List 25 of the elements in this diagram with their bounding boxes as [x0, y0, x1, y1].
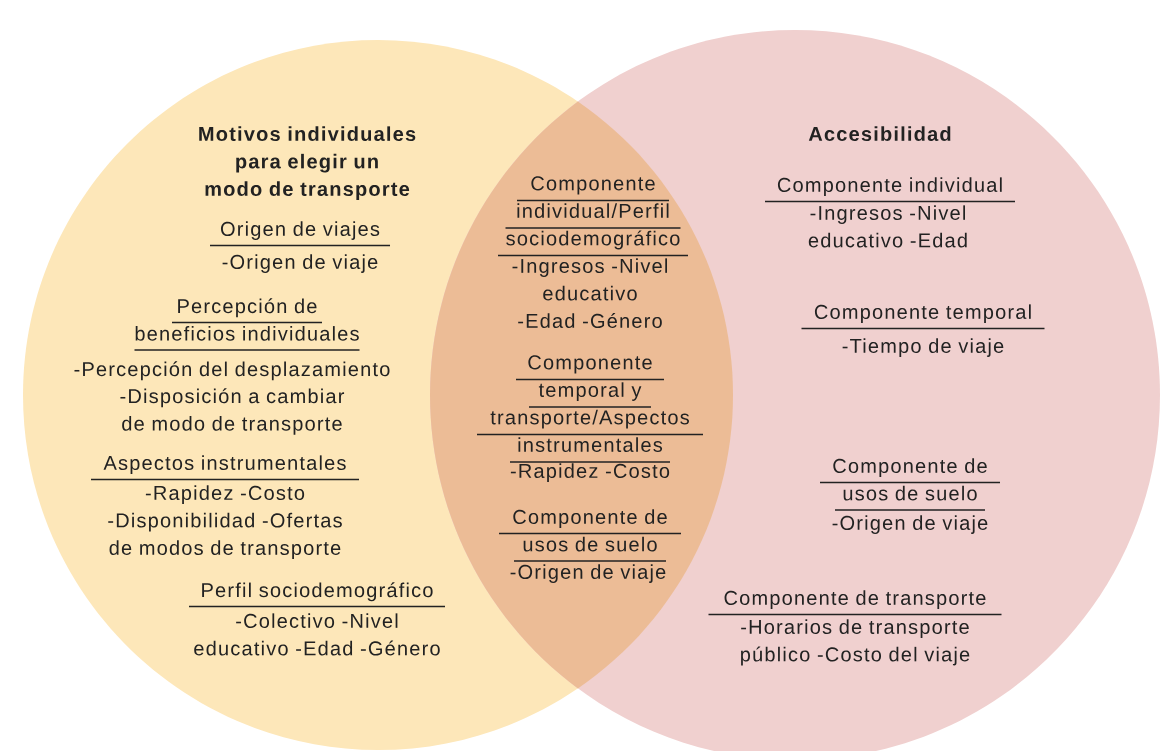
item-text: -Ingresos -Nivel educativo -Edad: [808, 205, 967, 248]
item-text: -Percepción del desplazamiento: [74, 361, 390, 381]
item-text: -Rapidez -Costo -Disponibilidad -Ofertas de modos de transporte: [108, 485, 342, 559]
item-text: -Disposición a cambiar de modo de transporte: [120, 388, 345, 435]
item-text: -Ingresos -Nivel educativo -Edad -Género: [512, 258, 667, 328]
item-text: -Origen de viaje: [832, 515, 988, 534]
section-heading: Perfil sociodemográfico: [188, 582, 446, 608]
section-heading: Componente temporal: [800, 304, 1046, 330]
section-heading: Componente temporal y transporte/Aspectos instrumentales: [476, 355, 704, 463]
item-text: -Origen de viaje: [510, 564, 666, 583]
section-heading: Aspectos instrumentales: [90, 455, 360, 481]
section-heading: Componente de usos de suelo: [498, 509, 682, 562]
circle-heading: Accesibilidad: [808, 126, 951, 141]
section-heading: Percepción de beneficios individuales: [133, 298, 361, 351]
section-heading: Componente individual: [764, 177, 1016, 203]
section-heading: Componente de usos de suelo: [819, 458, 1001, 511]
section-heading: Componente de transporte: [707, 590, 1003, 616]
item-text: -Colectivo -Nivel educativo -Edad -Género: [194, 613, 440, 656]
item-text: -Horarios de transporte público -Costo del viaje: [741, 619, 970, 666]
section-heading: Componente individual/Perfil sociodemográfico: [497, 176, 689, 257]
item-text: -Rapidez -Costo: [510, 463, 670, 482]
item-text: -Tiempo de viaje: [842, 338, 1004, 357]
section-heading: Origen de viajes: [209, 221, 391, 247]
item-text: -Origen de viaje: [222, 254, 378, 273]
circle-heading: Motivos individuales para elegir un modo de transporte: [199, 126, 416, 200]
